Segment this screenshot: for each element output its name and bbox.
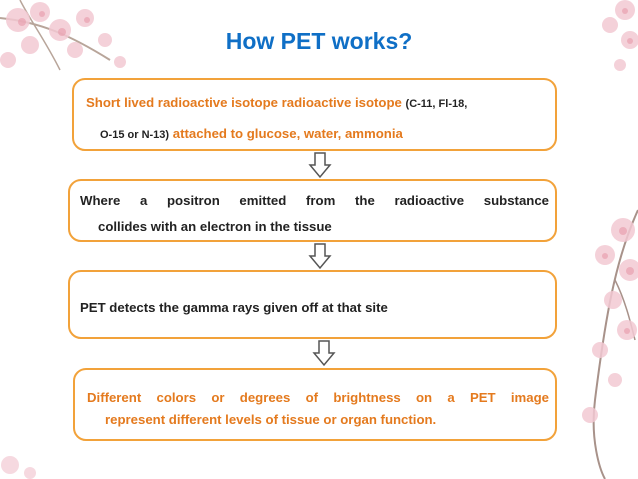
- cherry-blossom-decoration-bottom-left: [1, 456, 36, 479]
- down-arrow-icon: [308, 243, 332, 270]
- down-arrow-icon: [308, 152, 332, 179]
- cherry-blossom-decoration-top-right: [602, 0, 638, 71]
- step-2-text-line-1: Where a positron emitted from the radioa…: [80, 193, 549, 208]
- step-1-isotopes-b: O-15 or N-13): [100, 129, 170, 141]
- step-box-1: Short lived radioactive isotope radioact…: [72, 78, 557, 151]
- step-1-isotopes-a: (C-11, Fl-18,: [405, 98, 468, 110]
- step-3-text: PET detects the gamma rays given off at …: [80, 300, 388, 315]
- step-4-text-line-1: Different colors or degrees of brightnes…: [87, 390, 549, 405]
- step-2-text-line-2: collides with an electron in the tissue: [98, 219, 332, 234]
- step-1-text-main: Short lived radioactive isotope radioact…: [86, 95, 402, 110]
- cherry-blossom-decoration-right: [582, 209, 638, 479]
- step-box-2: Where a positron emitted from the radioa…: [68, 179, 557, 242]
- down-arrow-icon: [312, 340, 336, 367]
- page-title: How PET works?: [225, 28, 413, 54]
- step-box-4: Different colors or degrees of brightnes…: [73, 368, 557, 441]
- step-1-text-attached: attached to glucose, water, ammonia: [172, 126, 403, 141]
- step-box-3: PET detects the gamma rays given off at …: [68, 270, 557, 339]
- step-4-text-line-2: represent different levels of tissue or …: [105, 412, 437, 427]
